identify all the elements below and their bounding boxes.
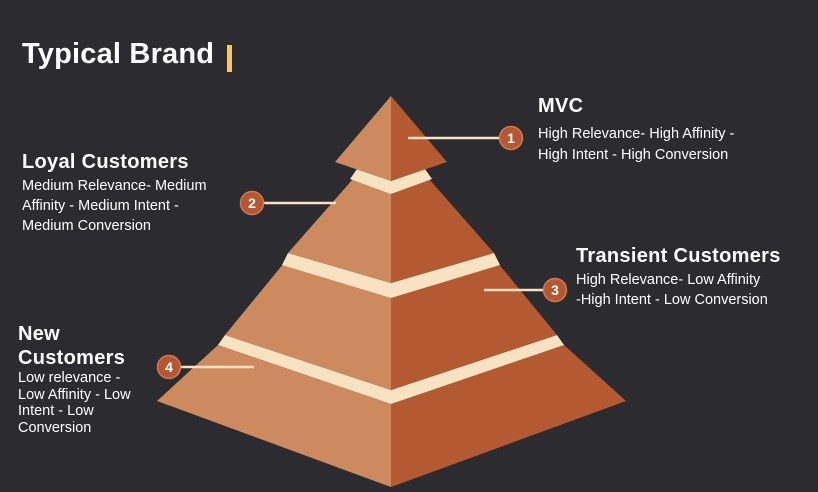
page-title: Typical Brand xyxy=(22,38,215,70)
tier-description-loyal-customers: Medium Relevance- Medium Affinity - Medi… xyxy=(22,178,207,234)
tier-name-mvc: MVC xyxy=(538,95,584,117)
tier-name-new-customers: New Customers xyxy=(18,323,126,369)
pyramid-tier-4 xyxy=(157,345,626,487)
pyramid-tier-2 xyxy=(288,179,494,283)
pyramid-tier-3 xyxy=(225,263,557,390)
tier-marker-2-number: 2 xyxy=(248,195,256,211)
tier-description-transient-customers: High Relevance- Low Affinity -High Inten… xyxy=(576,272,768,308)
tier-marker-4-number: 4 xyxy=(165,359,173,375)
tier-marker-4: 4 xyxy=(156,354,182,380)
pyramid-tier-4-left-face xyxy=(157,345,391,487)
tier-marker-1-number: 1 xyxy=(507,130,515,146)
tier-label-mvc: MVC High Relevance- High Affinity - High… xyxy=(538,94,798,166)
pyramid-separator-1 xyxy=(350,169,432,194)
tier-marker-2: 2 xyxy=(239,190,265,216)
pyramid-tier-3-left-face xyxy=(225,263,391,390)
pyramid-separator-3 xyxy=(218,335,564,404)
pyramid-separator-2 xyxy=(282,253,500,298)
tier-marker-3: 3 xyxy=(542,277,568,303)
pyramid-tier-1-left-face xyxy=(335,96,391,181)
tier-label-transient-customers: Transient Customers High Relevance- Low … xyxy=(576,244,811,310)
tier-marker-3-number: 3 xyxy=(551,282,559,298)
tier-label-loyal-customers: Loyal Customers Medium Relevance- Medium… xyxy=(22,150,237,236)
pyramid-tier-4-right-face xyxy=(391,345,626,487)
tier-marker-1: 1 xyxy=(498,125,524,151)
tier-label-new-customers: New Customers Low relevance - Low Affini… xyxy=(18,322,158,436)
tier-description-new-customers: Low relevance - Low Affinity - Low Inten… xyxy=(18,370,131,436)
tier-name-loyal-customers: Loyal Customers xyxy=(22,151,189,173)
title-accent-bar xyxy=(227,45,232,72)
pyramid-tier-2-left-face xyxy=(288,179,391,283)
pyramid-tier-2-right-face xyxy=(391,179,494,283)
tier-name-transient-customers: Transient Customers xyxy=(576,245,781,267)
pyramid-tier-3-right-face xyxy=(391,263,557,390)
tier-description-mvc: High Relevance- High Affinity - High Int… xyxy=(538,126,735,163)
